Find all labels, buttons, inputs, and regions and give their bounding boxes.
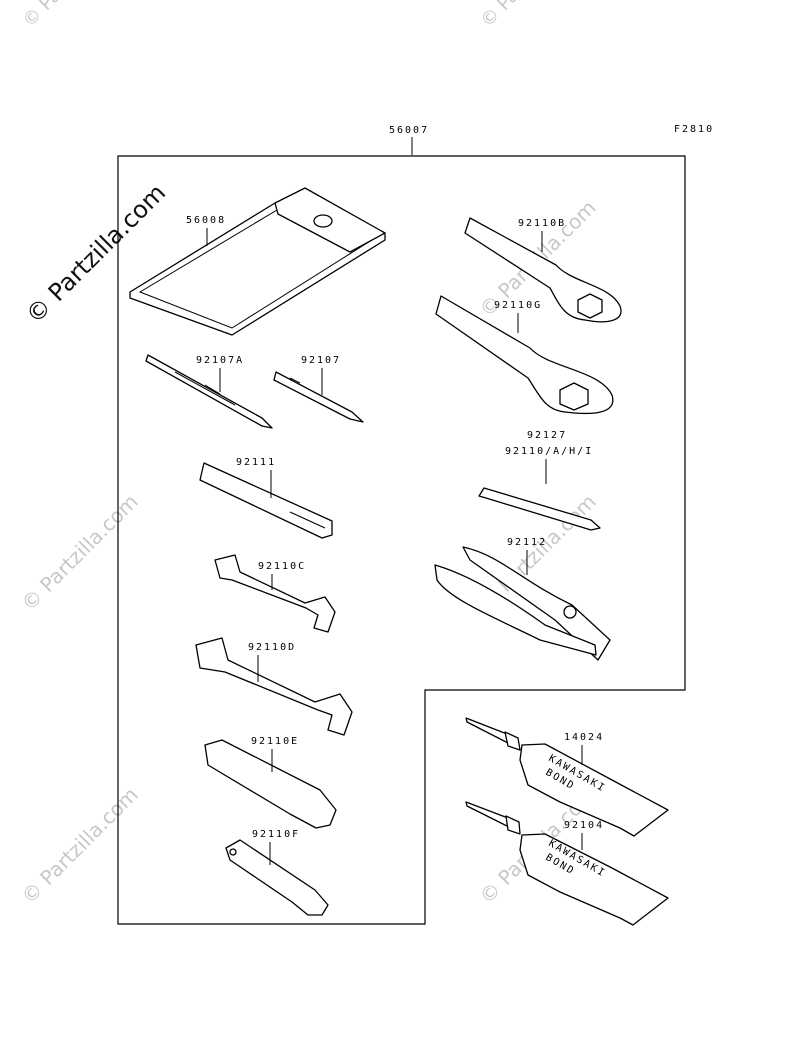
part-label-56008: 56008 bbox=[186, 215, 226, 226]
part-label-92127: 92127 bbox=[527, 430, 567, 441]
kit-part-label: 56007 bbox=[389, 125, 429, 136]
part-label-92107: 92107 bbox=[301, 355, 341, 366]
watermark-faint: © Partzilla.com bbox=[19, 0, 132, 32]
watermark-faint: © Partzilla.com bbox=[477, 0, 590, 32]
ring-wrench-92110G: 92110G bbox=[435, 295, 614, 415]
part-label-92110B: 92110B bbox=[518, 218, 566, 229]
figure-code: F2810 bbox=[674, 124, 714, 135]
hex-key-92127: 92127 92110/A/H/I bbox=[478, 430, 601, 531]
part-label-14024: 14024 bbox=[564, 732, 604, 743]
extension-bar-92111: 92111 bbox=[199, 457, 333, 539]
pliers-92112: 92112 bbox=[434, 537, 611, 661]
part-label-92110C: 92110C bbox=[258, 561, 306, 572]
part-label-92110D: 92110D bbox=[248, 642, 296, 653]
bond-tube-92104: KAWASAKI BOND 92104 bbox=[465, 801, 669, 926]
screwdriver-92107A: 92107A bbox=[145, 354, 273, 429]
tool-bag-56008: 56008 bbox=[129, 187, 386, 336]
watermark-faint: © Partzilla.com bbox=[17, 782, 143, 908]
box-wrench-92110F: 92110F bbox=[225, 829, 329, 916]
part-label-92107A: 92107A bbox=[196, 355, 244, 366]
part-label-92111: 92111 bbox=[236, 457, 276, 468]
part-label-92104: 92104 bbox=[564, 820, 604, 831]
box-wrench-92110E: 92110E bbox=[204, 736, 337, 829]
part-label-92110F: 92110F bbox=[252, 829, 300, 840]
part-label-92110E: 92110E bbox=[251, 736, 299, 747]
screwdriver-92107: 92107 bbox=[273, 355, 364, 423]
part-label-92110G: 92110G bbox=[494, 300, 542, 311]
ring-wrench-92110B: 92110B bbox=[464, 217, 622, 323]
watermark-faint: © Partzilla.com bbox=[17, 489, 143, 615]
open-wrench-92110C: 92110C bbox=[214, 554, 336, 633]
kit-frame bbox=[117, 155, 686, 925]
part-label-92110AHI: 92110/A/H/I bbox=[505, 446, 593, 457]
open-wrench-92110D: 92110D bbox=[195, 637, 353, 736]
part-label-92112: 92112 bbox=[507, 537, 547, 548]
watermark-main: © Partzilla.com bbox=[20, 178, 171, 329]
